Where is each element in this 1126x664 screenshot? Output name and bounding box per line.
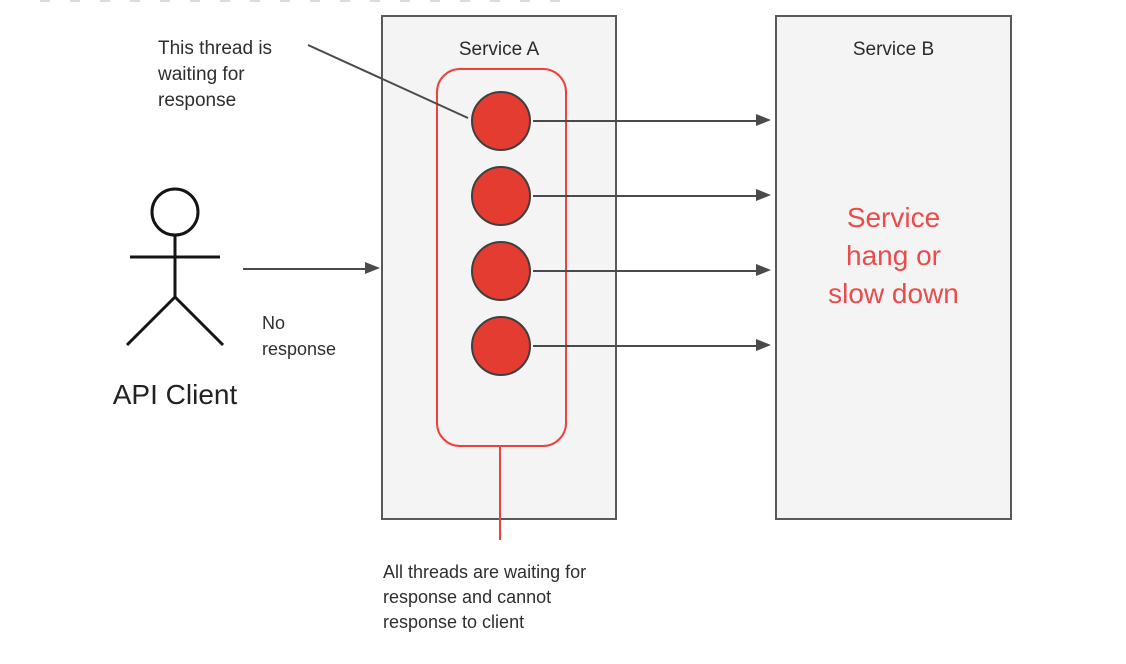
note-line: waiting for: [158, 64, 245, 85]
note-line: response: [262, 339, 337, 359]
service-b-title: Service B: [852, 39, 935, 60]
api-client-label: API Client: [112, 379, 238, 410]
all-threads-note: All threads are waiting for response and…: [383, 560, 586, 635]
thread-request-arrow: [533, 339, 771, 351]
status-line: slow down: [828, 278, 959, 309]
service-b-box: Service B Service hang or slow down: [775, 15, 1012, 520]
thread-waiting-note: This thread is waiting for response: [158, 36, 272, 114]
note-line: All threads are waiting for: [383, 562, 587, 582]
note-line: response: [158, 90, 237, 111]
ruler-artifact: [40, 0, 575, 2]
no-response-note: No response: [262, 310, 336, 362]
note-line: response to client: [383, 612, 525, 632]
api-client-figure: [125, 187, 225, 347]
thread-circle: [471, 166, 531, 226]
thread-circle: [471, 91, 531, 151]
all-threads-leader-line: [499, 446, 501, 540]
note-line: This thread is: [158, 38, 273, 59]
status-line: Service: [846, 202, 941, 233]
service-b-status-text: Service hang or slow down: [777, 199, 1010, 313]
note-line: response and cannot: [383, 587, 552, 607]
service-a-title: Service A: [458, 39, 540, 60]
status-line: hang or: [846, 240, 941, 271]
thread-request-arrow: [533, 264, 771, 276]
thread-request-arrow: [533, 114, 771, 126]
thread-pool-outline: [436, 68, 567, 447]
thread-circle: [471, 316, 531, 376]
client-request-arrow: [243, 262, 380, 274]
note-line: No: [262, 313, 286, 333]
thread-request-arrow: [533, 189, 771, 201]
thread-waiting-leader-line: [307, 44, 469, 119]
thread-circle: [471, 241, 531, 301]
